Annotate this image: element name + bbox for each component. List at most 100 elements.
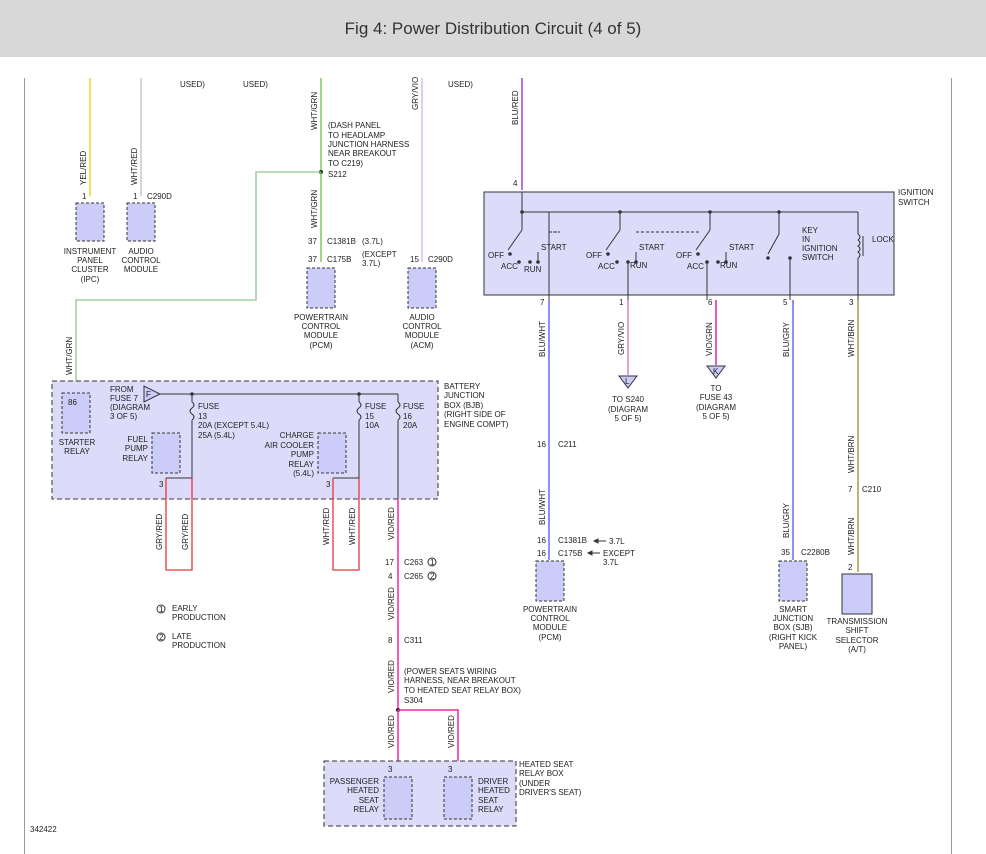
passenger-relay (383, 776, 413, 820)
pin-c265-4: 4 (388, 572, 393, 581)
arrow-3-7l (592, 538, 606, 544)
pin-acm-1: 1 (133, 192, 138, 201)
splice-s212-label: S212 (328, 170, 347, 179)
note-3-7l-bottom: 3.7L (609, 537, 625, 546)
pin-pass-3: 3 (388, 765, 393, 774)
note-3-7l-top: (3.7L) (362, 237, 383, 246)
svg-text:RUN: RUN (720, 261, 738, 270)
heated-seat-box (323, 760, 517, 827)
wire-label-wht-grn-1: WHT/GRN (310, 92, 319, 130)
splice-s304-label: S304 (404, 696, 423, 705)
figure-header: Fig 4: Power Distribution Circuit (4 of … (0, 0, 986, 57)
conn-c175b-bottom: C175B (558, 549, 582, 558)
wire-gry-red-loop (165, 478, 193, 571)
pin-pcm-37-b: 37 (308, 255, 317, 264)
pin-ign-7: 7 (540, 298, 545, 307)
wire-label-blu-wht-1: BLU/WHT (538, 321, 547, 357)
pin-ign-5: 5 (783, 298, 788, 307)
wire-label-yel-red: YEL/RED (79, 151, 88, 185)
tag-k-marker (706, 365, 726, 379)
svg-text:ACC: ACC (687, 262, 704, 271)
wire-label-vio-red-3: VIO/RED (387, 660, 396, 693)
svg-text:OFF: OFF (488, 251, 504, 260)
conn-c2280b: C2280B (801, 548, 830, 557)
pin-c210-7: 7 (848, 485, 853, 494)
pin-c311-8: 8 (388, 636, 393, 645)
legend-ref-2-c265-text: 2 (430, 572, 435, 581)
conn-c210: C210 (862, 485, 882, 494)
pin-c263-17: 17 (385, 558, 394, 567)
pin-ipc-1: 1 (82, 192, 87, 201)
pin-c211-16: 16 (537, 440, 546, 449)
wire-label-vio-red-2: VIO/RED (387, 587, 396, 620)
wire-label-gry-vio-2: GRY/VIO (617, 322, 626, 355)
fuse-15 (356, 392, 362, 478)
conn-c290d-mid: C290D (428, 255, 453, 264)
svg-text:RUN: RUN (630, 261, 648, 270)
wire-label-vio-red-1: VIO/RED (387, 507, 396, 540)
wire-label-vio-red-4: VIO/RED (387, 715, 396, 748)
svg-text:OFF: OFF (586, 251, 602, 260)
tag-l-text: L (625, 377, 630, 386)
conn-c211: C211 (558, 440, 577, 449)
wire-label-wht-red-top: WHT/RED (130, 147, 139, 185)
svg-text:RUN: RUN (524, 265, 542, 274)
ign-switch-group-3: OFF ACC RUN START (549, 210, 755, 300)
wire-label-blu-wht-2: BLU/WHT (538, 489, 547, 525)
pin-tss-2: 2 (848, 563, 853, 572)
wire-label-vio-red-5: VIO/RED (447, 715, 456, 748)
ignition-switch-box (483, 191, 895, 296)
pin-charge-relay-3: 3 (326, 480, 331, 489)
svg-text:START: START (639, 243, 665, 252)
conn-c265: C265 (404, 572, 424, 581)
driver-relay (443, 776, 473, 820)
pin-ign-3: 3 (849, 298, 854, 307)
note-used-1: USED) (180, 80, 205, 89)
conn-c290d-top: C290D (147, 192, 172, 201)
legend-circle-1 (156, 604, 166, 614)
ipc-module (75, 202, 105, 242)
fuse-16 (395, 394, 401, 499)
bjb-box (51, 380, 439, 500)
pin-ign-1: 1 (619, 298, 624, 307)
wire-label-gry-vio-1: GRY/VIO (411, 77, 420, 110)
tag-l-marker (618, 375, 638, 389)
pin-drv-3: 3 (448, 765, 453, 774)
wire-label-blu-gry-2: BLU/GRY (782, 502, 791, 538)
pin-pcm-16-a: 16 (537, 536, 546, 545)
wire-label-wht-brn-3: WHT/BRN (847, 517, 856, 555)
acm-module-mid (407, 267, 437, 309)
wire-label-gry-red-1: GRY/RED (155, 513, 164, 550)
conn-c311: C311 (404, 636, 423, 645)
wire-label-wht-red-1: WHT/RED (322, 507, 331, 545)
tag-f-text: F (146, 390, 151, 399)
pin-acm-15: 15 (410, 255, 419, 264)
tag-f-marker (143, 385, 162, 403)
wire-label-wht-grn-2: WHT/GRN (310, 190, 319, 228)
wire-label-wht-grn-3: WHT/GRN (65, 337, 74, 375)
svg-text:ACC: ACC (501, 262, 518, 271)
figure-title: Fig 4: Power Distribution Circuit (4 of … (344, 19, 642, 38)
wire-label-wht-brn-2: WHT/BRN (847, 435, 856, 473)
legend-num-2: 2 (159, 633, 164, 642)
